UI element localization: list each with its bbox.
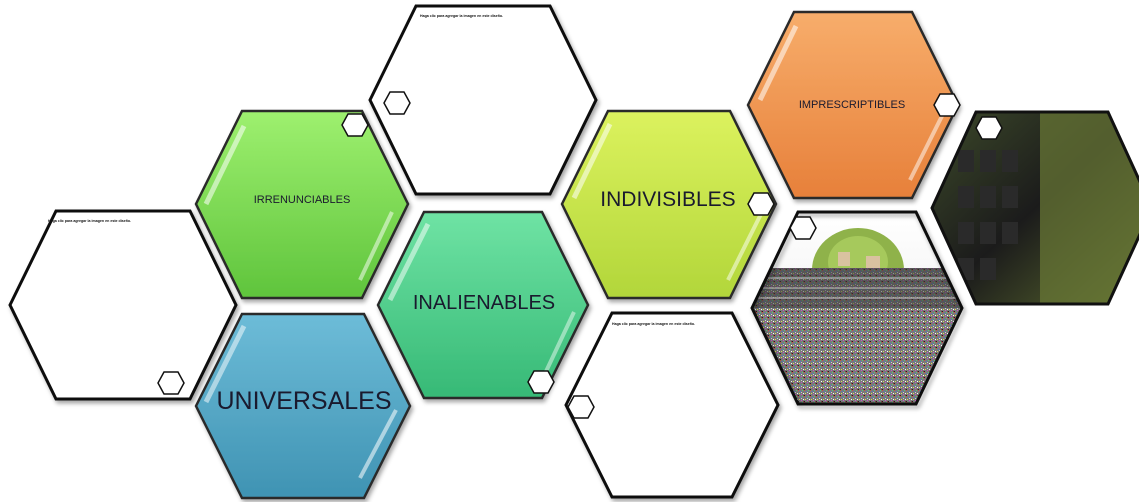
placeholder-note: Haga clic para agregar la imagen en este… xyxy=(420,14,503,18)
hexagon-irrenunciables: IRRENUNCIABLES xyxy=(194,109,410,300)
calendar-digits xyxy=(958,150,1018,280)
small-hexagon-icon xyxy=(567,395,595,419)
small-hexagon-icon xyxy=(747,192,775,216)
hexagon-label: IMPRESCRIPTIBLES xyxy=(799,99,905,111)
hexagon-imprescriptibles: IMPRESCRIPTIBLES xyxy=(746,10,961,200)
placeholder-hexagon-left[interactable]: Haga clic para agregar la imagen en este… xyxy=(8,209,238,401)
small-hexagon-icon xyxy=(975,116,1003,140)
hexagon-inalienables: INALIENABLES xyxy=(376,210,590,400)
hexagon-label: UNIVERSALES xyxy=(216,387,391,415)
placeholder-hexagon-bottom[interactable]: Haga clic para agregar la imagen en este… xyxy=(564,311,780,499)
hexagon-label: INALIENABLES xyxy=(413,292,555,314)
small-hexagon-icon xyxy=(789,216,817,240)
hexagon-label: INDIVISIBLES xyxy=(600,188,735,211)
image-hexagon-noise xyxy=(750,210,964,406)
hexagon-label: IRRENUNCIABLES xyxy=(254,194,351,206)
small-hexagon-icon xyxy=(383,91,411,115)
placeholder-note: Haga clic para agregar la imagen en este… xyxy=(48,219,131,223)
image-hexagon-calendar xyxy=(930,110,1139,306)
placeholder-hexagon-top[interactable]: Haga clic para agregar la imagen en este… xyxy=(368,4,598,196)
small-hexagon-icon xyxy=(157,371,185,395)
small-hexagon-icon xyxy=(527,370,555,394)
hexagon-indivisibles: INDIVISIBLES xyxy=(560,109,778,300)
placeholder-note: Haga clic para agregar la imagen en este… xyxy=(612,322,695,326)
hexagon-universales: UNIVERSALES xyxy=(194,312,412,500)
small-hexagon-icon xyxy=(341,113,369,137)
small-hexagon-icon xyxy=(933,93,961,117)
